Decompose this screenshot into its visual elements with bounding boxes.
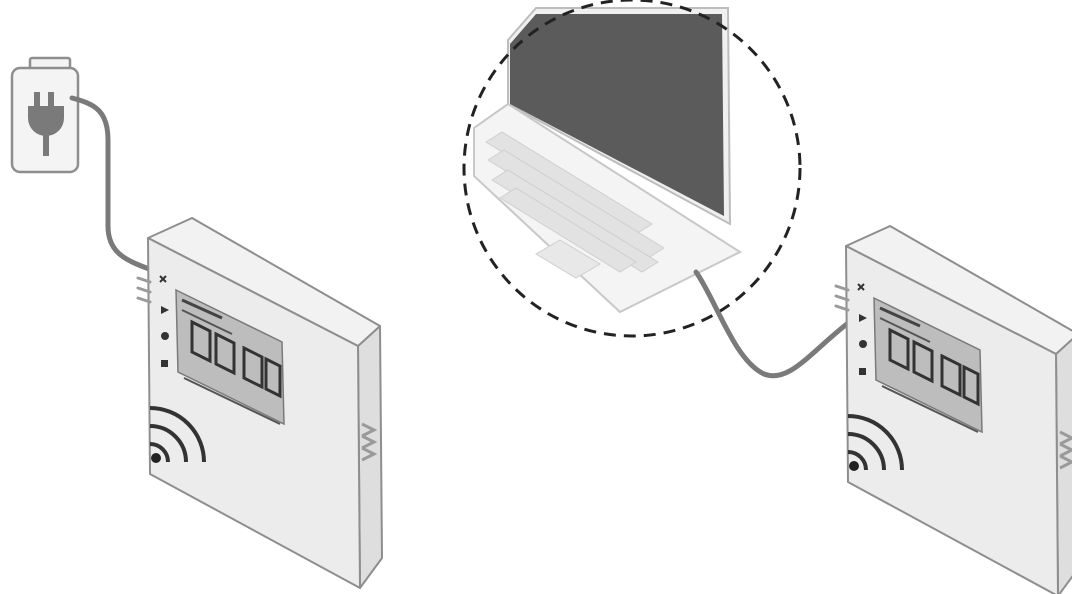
power-plug-icon [12, 58, 78, 172]
data-logger-left-icon [138, 218, 382, 588]
data-logger-right-icon [836, 226, 1072, 594]
laptop-icon [464, 0, 800, 336]
power-cable [72, 98, 152, 270]
